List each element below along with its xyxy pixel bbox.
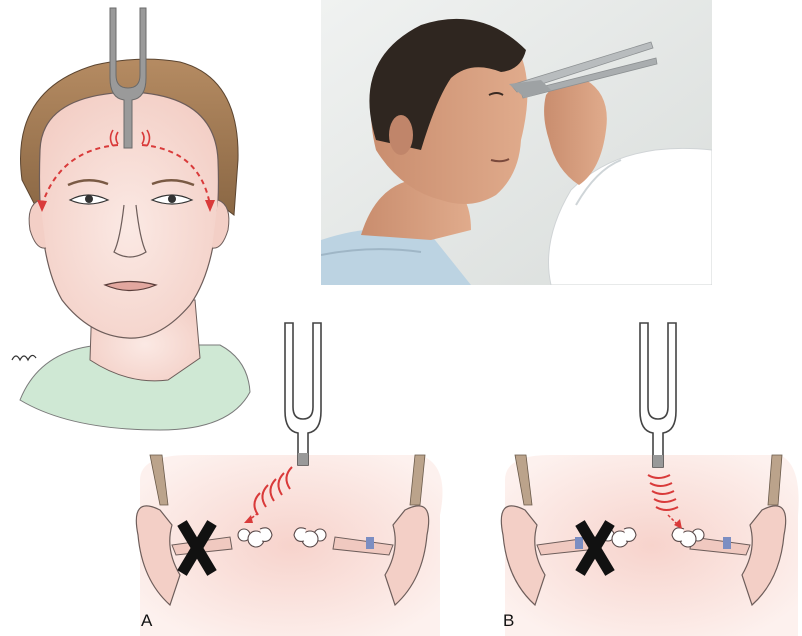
panel-label-b: B <box>503 611 514 631</box>
panel-label-a: A <box>141 611 152 631</box>
panel-a-tuning-fork-icon <box>285 323 321 465</box>
panel-b-tuning-fork-icon <box>640 323 676 467</box>
panel-a-diagram <box>120 315 450 636</box>
man-with-tuning-fork-photo <box>321 0 712 285</box>
panel-b-diagram <box>480 315 802 636</box>
